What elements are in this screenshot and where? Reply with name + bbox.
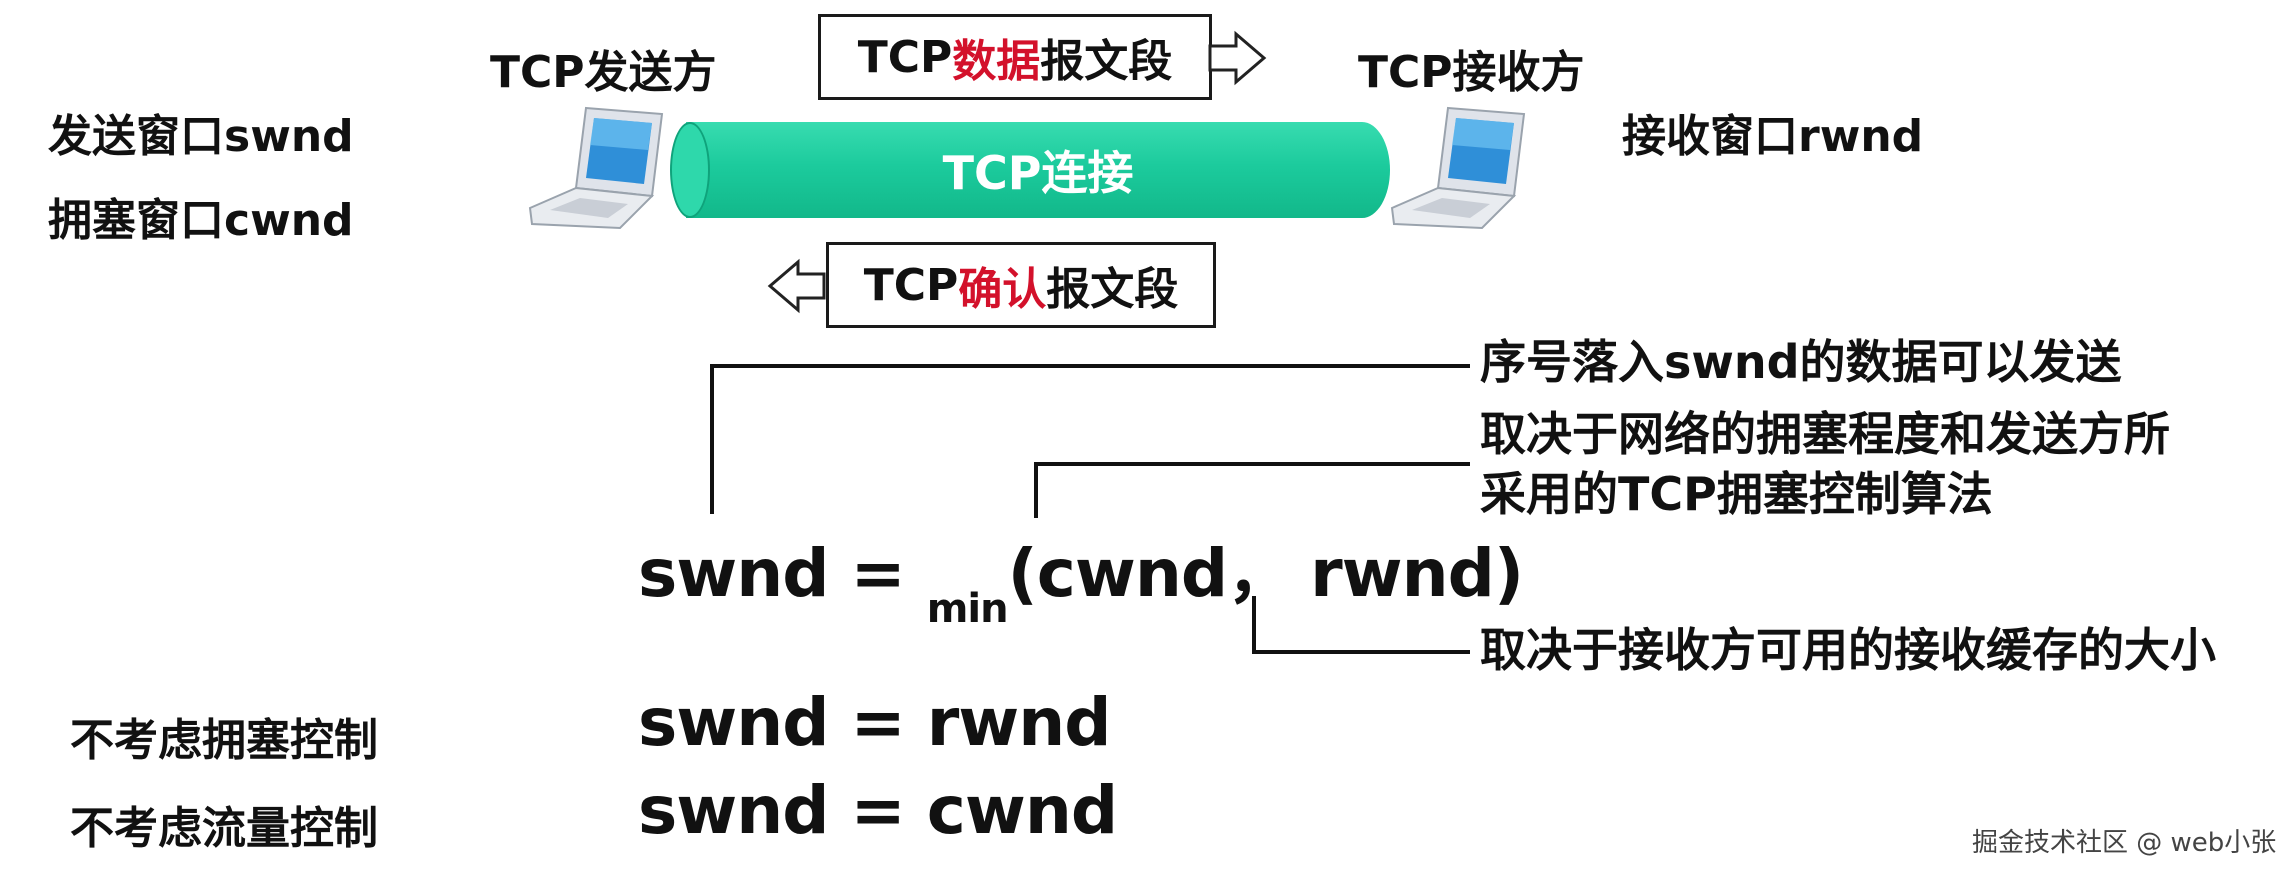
sender-title: TCP发送方 (490, 47, 717, 98)
main-formula: swnd = min(cwnd，rwnd) (638, 520, 1524, 632)
receive-window-label: 接收窗口rwnd (1622, 111, 1924, 162)
cwnd-annotation-line2: 采用的TCP拥塞控制算法 (1480, 467, 1993, 521)
case-equation-no-congestion: swnd = rwnd (638, 684, 1111, 761)
tcp-connection-label: TCP连接 (942, 146, 1134, 200)
swnd-connector-horizontal (710, 364, 1470, 368)
cwnd-annotation-line1: 取决于网络的拥塞程度和发送方所 (1480, 407, 2170, 461)
receiver-title: TCP接收方 (1358, 47, 1585, 98)
left-arrow-icon (767, 258, 826, 314)
ack-segment-suffix: 报文段 (1046, 264, 1179, 315)
send-window-label: 发送窗口swnd (48, 111, 354, 162)
cwnd-connector-horizontal (1034, 462, 1470, 466)
data-segment-highlight: 数据 (952, 36, 1041, 87)
rwnd-connector-horizontal (1252, 650, 1470, 654)
watermark: 掘金技术社区 @ web小张 (1972, 828, 2277, 858)
data-segment-prefix: TCP (857, 31, 953, 83)
case-label-no-flow: 不考虑流量控制 (70, 803, 378, 854)
rwnd-annotation: 取决于接收方可用的接收缓存的大小 (1480, 623, 2216, 677)
formula-arg-rwnd: rwnd) (1310, 535, 1524, 612)
sender-laptop-icon (528, 106, 664, 230)
formula-min: min (926, 586, 1009, 632)
case-equation-no-flow: swnd = cwnd (638, 772, 1118, 849)
pipe-end-cap (670, 122, 710, 218)
formula-separator: ， (1227, 535, 1293, 612)
receiver-laptop-icon (1390, 106, 1526, 230)
cwnd-connector-vertical (1034, 462, 1038, 518)
data-segment-suffix: 报文段 (1040, 36, 1173, 87)
swnd-annotation: 序号落入swnd的数据可以发送 (1480, 335, 2122, 389)
formula-arg-cwnd: (cwnd (1007, 535, 1228, 612)
ack-segment-prefix: TCP (863, 259, 959, 311)
right-arrow-icon (1208, 30, 1267, 86)
swnd-connector-vertical (710, 364, 714, 514)
ack-segment-highlight: 确认 (958, 264, 1047, 315)
case-label-no-congestion: 不考虑拥塞控制 (70, 715, 378, 766)
tcp-connection-pipe: TCP连接 (686, 122, 1390, 218)
formula-lhs: swnd = (638, 535, 927, 612)
rwnd-connector-vertical (1252, 596, 1256, 652)
congestion-window-label: 拥塞窗口cwnd (48, 195, 354, 246)
